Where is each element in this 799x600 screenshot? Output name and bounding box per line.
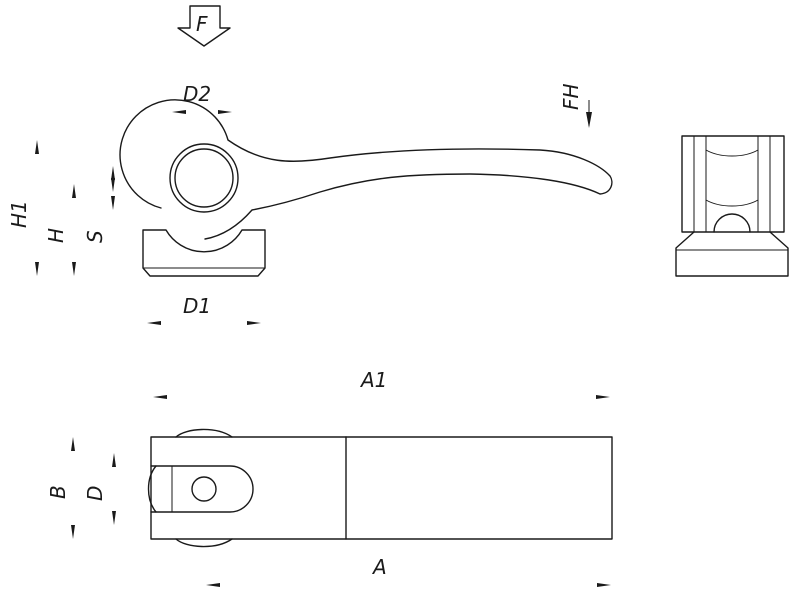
label-s: S bbox=[83, 230, 107, 243]
label-fh: FH bbox=[559, 83, 583, 110]
label-d1: D1 bbox=[183, 294, 211, 318]
lever-top-view bbox=[147, 428, 613, 548]
label-force: F bbox=[196, 12, 208, 36]
lever-side-view bbox=[119, 99, 613, 277]
label-h1: H1 bbox=[7, 200, 31, 228]
label-d: D bbox=[83, 486, 107, 501]
lever-end-view bbox=[675, 135, 789, 277]
label-h: H bbox=[44, 228, 68, 243]
label-a: A bbox=[371, 555, 387, 579]
label-d2: D2 bbox=[183, 82, 211, 106]
dimension-markers bbox=[35, 100, 611, 587]
force-arrow-icon bbox=[177, 5, 231, 47]
label-a1: A1 bbox=[359, 368, 387, 392]
label-b: B bbox=[46, 485, 70, 499]
